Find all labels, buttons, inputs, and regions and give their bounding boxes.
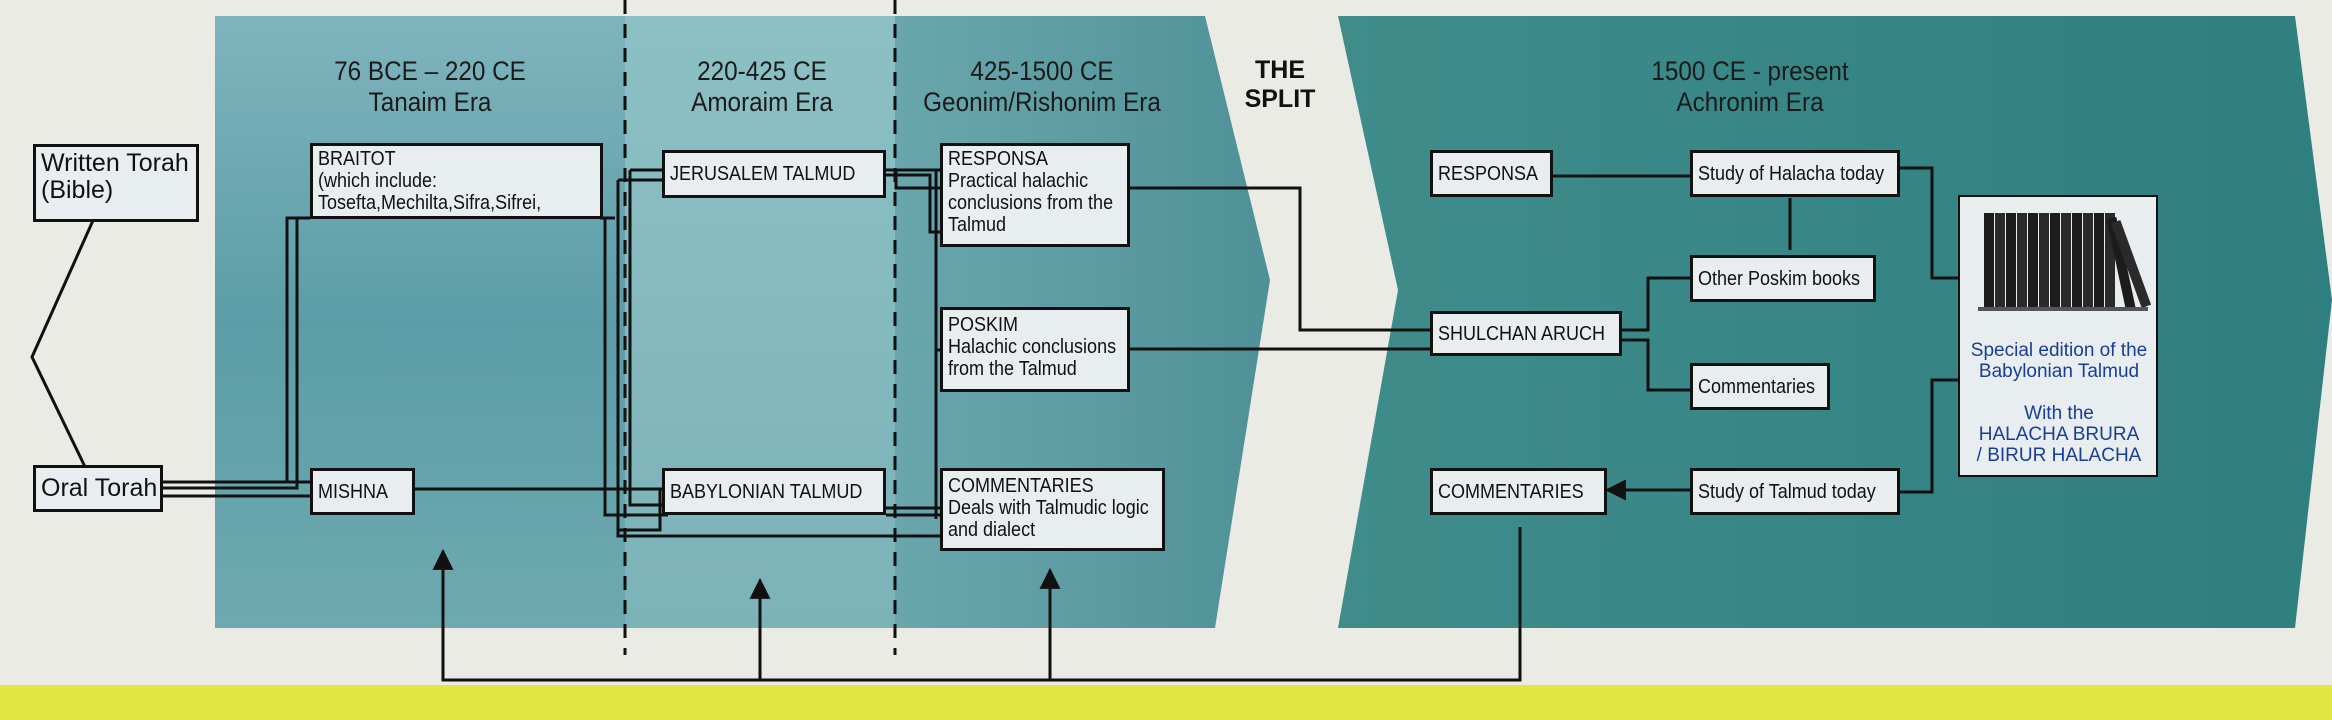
product-caption-line1: Special edition of the — [1970, 340, 2148, 361]
responsa-rishonim-line2: conclusions from the — [948, 192, 1114, 214]
books-icon — [1978, 213, 2152, 311]
braitot-line1: (which include: — [318, 170, 438, 192]
split-label-line2: SPLIT — [1244, 85, 1316, 113]
oral-torah-label: Oral Torah — [41, 474, 158, 502]
poskim-line1: Halachic conclusions — [948, 336, 1117, 358]
amoraim-era-header: 220-425 CE Amoraim Era — [663, 56, 861, 118]
commentaries-rishonim-title: COMMENTARIES — [948, 475, 1094, 497]
shulchan-aruch-label: SHULCHAN ARUCH — [1438, 322, 1606, 345]
poskim-line2: from the Talmud — [948, 358, 1077, 380]
product-caption-line4: HALACHA BRURA — [1978, 424, 2140, 445]
jerusalem-talmud-box: JERUSALEM TALMUD — [662, 150, 886, 198]
product-caption-line3: With the — [2024, 403, 2094, 424]
achronim-era-header: 1500 CE - present Achronim Era — [1629, 56, 1872, 118]
jerusalem-talmud-label: JERUSALEM TALMUD — [670, 163, 856, 185]
split-label-line1: THE — [1255, 56, 1305, 84]
braitot-title: BRAITOT — [318, 148, 396, 170]
oral-torah-box: Oral Torah — [33, 465, 163, 512]
amoraim-era-dates: 220-425 CE — [697, 56, 827, 86]
braitot-box: BRAITOT (which include: Tosefta,Mechilta… — [310, 143, 603, 219]
responsa-rishonim-line3: Talmud — [948, 214, 1007, 236]
commentaries-rishonim-line2: and dialect — [948, 519, 1036, 541]
responsa-rishonim-title: RESPONSA — [948, 148, 1049, 170]
footer-band — [0, 685, 2332, 720]
product-caption: Special edition of the Babylonian Talmud… — [1960, 340, 2158, 466]
babylonian-talmud-label: BABYLONIAN TALMUD — [670, 480, 863, 503]
responsa-achronim-box: RESPONSA — [1430, 150, 1553, 197]
poskim-title: POSKIM — [948, 314, 1019, 336]
babylonian-talmud-box: BABYLONIAN TALMUD — [662, 468, 886, 515]
geonim-era-name: Geonim/Rishonim Era — [923, 87, 1161, 117]
responsa-achronim-label: RESPONSA — [1438, 162, 1539, 185]
product-caption-line2: Babylonian Talmud — [1978, 361, 2140, 382]
commentaries-achronim-box: COMMENTARIES — [1430, 468, 1607, 515]
talmud-books-image — [1978, 213, 2152, 311]
written-torah-box: Written Torah (Bible) — [33, 144, 199, 222]
study-halacha-label: Study of Halacha today — [1698, 162, 1885, 185]
commentaries-achronim-label: COMMENTARIES — [1438, 480, 1584, 503]
geonim-era-dates: 425-1500 CE — [970, 56, 1114, 86]
commentaries-rishonim-box: COMMENTARIES Deals with Talmudic logic a… — [940, 468, 1165, 551]
tanaim-era-dates: 76 BCE – 220 CE — [334, 56, 526, 86]
achronim-era-name: Achronim Era — [1676, 87, 1824, 117]
mishna-box: MISHNA — [310, 468, 415, 515]
shulchan-aruch-box: SHULCHAN ARUCH — [1430, 311, 1622, 356]
study-halacha-box: Study of Halacha today — [1690, 150, 1900, 197]
tanaim-era-header: 76 BCE – 220 CE Tanaim Era — [313, 56, 547, 118]
poskim-box: POSKIM Halachic conclusions from the Tal… — [940, 307, 1130, 392]
product-caption-spacer — [1960, 382, 2158, 403]
written-torah-line1: Written Torah — [41, 149, 189, 177]
other-poskim-label: Other Poskim books — [1698, 267, 1861, 290]
achronim-era-dates: 1500 CE - present — [1651, 56, 1849, 86]
responsa-rishonim-line1: Practical halachic — [948, 170, 1089, 192]
commentaries-right-label: Commentaries — [1698, 375, 1816, 398]
amoraim-era-name: Amoraim Era — [691, 87, 833, 117]
other-poskim-box: Other Poskim books — [1690, 255, 1876, 302]
responsa-rishonim-box: RESPONSA Practical halachic conclusions … — [940, 143, 1130, 247]
split-label: THE SPLIT — [1232, 56, 1328, 114]
mishna-label: MISHNA — [318, 480, 389, 503]
product-panel — [1958, 195, 2158, 477]
braitot-line2: Tosefta,Mechilta,Sifra,Sifrei, — [318, 192, 542, 214]
commentaries-right-box: Commentaries — [1690, 363, 1830, 410]
study-talmud-box: Study of Talmud today — [1690, 468, 1900, 515]
geonim-era-header: 425-1500 CE Geonim/Rishonim Era — [912, 56, 1173, 118]
product-caption-line5: / BIRUR HALACHA — [1976, 445, 2142, 466]
commentaries-rishonim-line1: Deals with Talmudic logic — [948, 497, 1149, 519]
study-talmud-label: Study of Talmud today — [1698, 480, 1876, 503]
tanaim-era-name: Tanaim Era — [368, 87, 492, 117]
written-torah-line2: (Bible) — [41, 176, 114, 204]
